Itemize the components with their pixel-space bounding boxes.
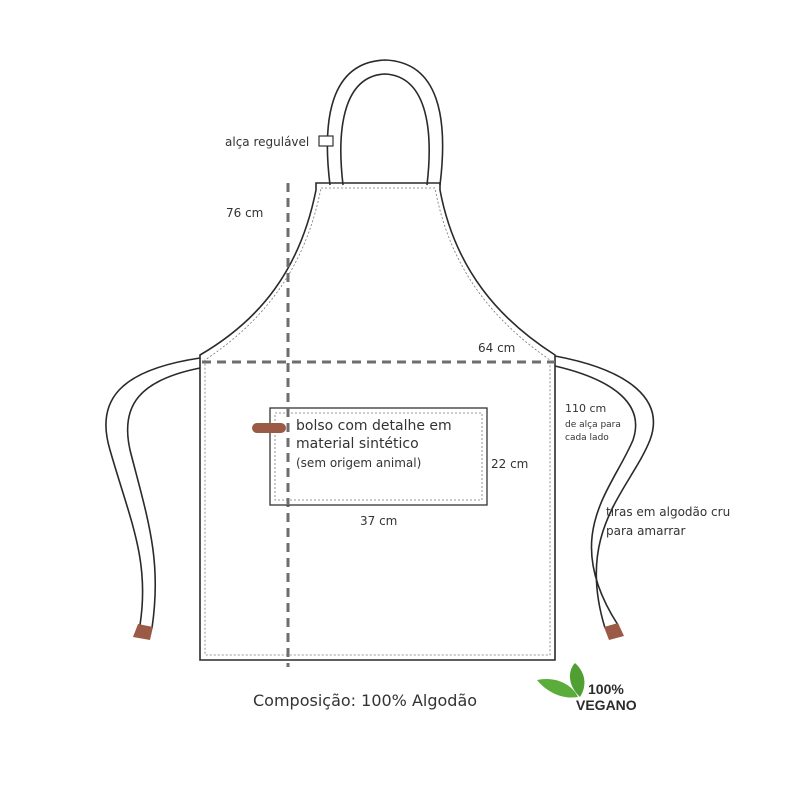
pocket-width-label: 37 cm bbox=[360, 514, 397, 528]
vegan-badge-line1: 100% bbox=[588, 681, 624, 697]
pocket-label-2: material sintético bbox=[296, 436, 419, 452]
neck-strap bbox=[326, 59, 444, 186]
ties-label-2: para amarrar bbox=[606, 524, 685, 538]
left-tie-tip bbox=[133, 624, 153, 640]
adjustable-strap-label: alça regulável bbox=[225, 135, 309, 149]
pocket-height-label: 22 cm bbox=[491, 457, 528, 471]
strap-note-2: cada lado bbox=[565, 433, 609, 443]
pocket-label-1: bolso com detalhe em bbox=[296, 418, 452, 434]
strap-buckle bbox=[318, 135, 334, 147]
strap-length-label: 110 cm bbox=[565, 402, 606, 415]
vegan-badge: 100% VEGANO bbox=[537, 663, 637, 713]
leather-tab bbox=[252, 423, 286, 433]
strap-note-1: de alça para bbox=[565, 420, 621, 430]
vegan-badge-line2: VEGANO bbox=[576, 697, 637, 713]
composition-label: Composição: 100% Algodão bbox=[253, 691, 477, 710]
leaf-icon bbox=[537, 678, 578, 698]
width-label: 64 cm bbox=[478, 341, 515, 355]
right-tie bbox=[554, 355, 655, 629]
pocket bbox=[269, 407, 488, 506]
left-tie bbox=[105, 357, 201, 626]
leaf-icon bbox=[569, 663, 585, 697]
right-tie-tip bbox=[604, 623, 624, 640]
apron-body bbox=[199, 182, 556, 661]
ties-label-1: tiras em algodão cru bbox=[606, 505, 730, 519]
pocket-label-3: (sem origem animal) bbox=[296, 456, 421, 470]
height-label: 76 cm bbox=[226, 206, 263, 220]
